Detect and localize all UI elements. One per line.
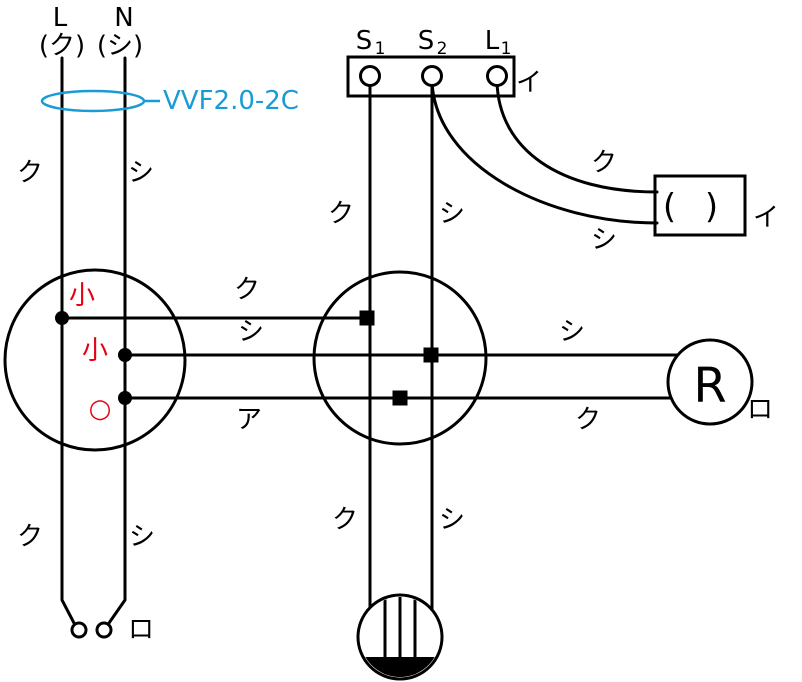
sleeve-mark-1: 小 bbox=[69, 281, 95, 311]
terminal-l1-circle bbox=[486, 65, 508, 87]
pilot-circuit-mark: イ bbox=[753, 203, 779, 233]
connector-square-3 bbox=[392, 390, 408, 406]
tag-hline-bottom-left: ア bbox=[236, 405, 262, 435]
terminal-s2-sub: 2 bbox=[437, 39, 448, 59]
pilot-lamp-box bbox=[653, 174, 747, 237]
receptacle-circuit-mark: ロ bbox=[747, 395, 773, 425]
tag-s1-wire-lower: ク bbox=[332, 505, 358, 535]
terminal-s1-circle bbox=[359, 65, 381, 87]
terminal-l1-label: L bbox=[485, 26, 500, 56]
power-l-wire-label: (ク) bbox=[39, 31, 85, 61]
tag-hline-bottom-right: ク bbox=[575, 405, 601, 435]
cable-label: VVF2.0-2C bbox=[163, 86, 299, 116]
terminal-s1-sub: 1 bbox=[375, 39, 386, 59]
tag-s2-wire-upper: シ bbox=[439, 199, 465, 229]
s2-to-pilot-wire bbox=[430, 80, 659, 225]
switch-ro-contact-right bbox=[95, 621, 113, 639]
sleeve-node-2 bbox=[118, 348, 132, 362]
sleeve-node-3 bbox=[118, 391, 132, 405]
tag-hline-mid-left: シ bbox=[238, 317, 264, 347]
l1-to-pilot-wire bbox=[495, 80, 659, 194]
receptacle-circle bbox=[666, 338, 754, 426]
tag-hline-top: ク bbox=[234, 275, 260, 305]
receptacle-letter: R bbox=[693, 358, 726, 414]
tag-right-wire-upper: シ bbox=[128, 158, 154, 188]
terminal-s2-circle bbox=[421, 65, 443, 87]
tag-pilot-black: ク bbox=[591, 148, 617, 178]
tag-s2-wire-lower: シ bbox=[439, 505, 465, 535]
sleeve-mark-3: ○ bbox=[89, 394, 112, 424]
power-n-wire-label: (シ) bbox=[97, 31, 143, 61]
tag-right-wire-lower: シ bbox=[129, 522, 155, 552]
middle-junction-box bbox=[312, 270, 488, 446]
terminal-s2-label: S bbox=[418, 26, 435, 56]
tag-left-wire-upper: ク bbox=[17, 158, 43, 188]
power-n-label: N bbox=[114, 3, 133, 33]
power-l-label: L bbox=[53, 3, 68, 33]
switch-unit-circuit-mark: イ bbox=[516, 68, 542, 98]
terminal-s1-label: S bbox=[356, 26, 373, 56]
cable-marker-ellipse bbox=[40, 89, 146, 113]
tag-s1-wire-upper: ク bbox=[328, 199, 354, 229]
sleeve-mark-2: 小 bbox=[82, 336, 108, 366]
connector-square-2 bbox=[423, 347, 439, 363]
switch-ro-circuit-mark: ロ bbox=[128, 615, 154, 645]
switch-ro-contact-left bbox=[70, 621, 88, 639]
source-n-wire bbox=[107, 56, 127, 625]
tag-pilot-white: シ bbox=[591, 225, 617, 255]
terminal-l1-sub: 1 bbox=[501, 39, 512, 59]
sleeve-node-1 bbox=[55, 311, 69, 325]
source-l-wire bbox=[60, 56, 76, 625]
tag-left-wire-lower: ク bbox=[17, 522, 43, 552]
connector-square-1 bbox=[359, 310, 375, 326]
left-junction-box bbox=[3, 268, 187, 452]
pilot-symbol: ( ) bbox=[663, 187, 727, 227]
tag-hline-mid-right: シ bbox=[559, 317, 585, 347]
